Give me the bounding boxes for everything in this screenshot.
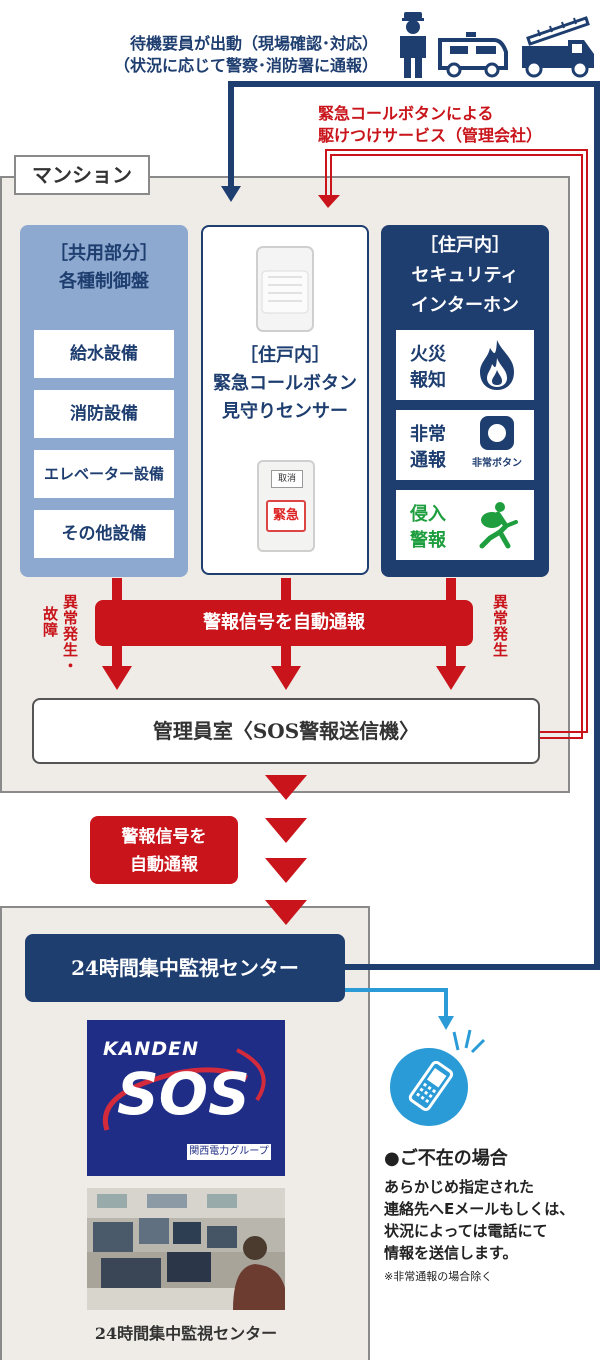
absence-note: ※非常通報の場合除く xyxy=(384,1270,493,1283)
monitoring-room-photo xyxy=(87,1188,285,1310)
ambulance-icon xyxy=(438,32,508,78)
intrusion-alarm-line1: 侵入 xyxy=(410,504,446,525)
abnormal-failure-label-1: 異常発生・ xyxy=(61,594,79,674)
fire-alarm-line2: 報知 xyxy=(410,370,446,391)
transmit-line1: 警報信号を xyxy=(121,827,207,847)
logo-sos-text: SOS xyxy=(117,1060,250,1128)
equipment-water: 給水設備 xyxy=(34,330,174,378)
equipment-other: その他設備 xyxy=(34,510,174,558)
transmit-line2: 自動通報 xyxy=(130,855,198,875)
abnormal-label: 異常発生 xyxy=(491,594,509,658)
fire-truck-icon xyxy=(522,16,594,78)
phone-circle xyxy=(390,1048,468,1126)
monitoring-photo-caption: 24時間集中監視センター xyxy=(94,1324,278,1343)
monitoring-center-box: 24時間集中監視センター xyxy=(25,934,345,1002)
mansion-label: マンション xyxy=(14,155,150,195)
intrusion-alarm-line2: 警報 xyxy=(410,530,446,551)
mobile-phone-icon xyxy=(408,1060,454,1112)
common-area-title-1: ［共用部分］ xyxy=(50,243,158,264)
emergency-button-icon xyxy=(480,416,514,450)
guard-icon xyxy=(400,12,426,78)
emergency-service-text-1: 緊急コールボタンによる xyxy=(318,104,494,123)
dispatch-text-2: （状況に応じて警察･消防署に通報） xyxy=(113,56,378,75)
emergency-service-text-2: 駆けつけサービス（管理会社） xyxy=(318,126,543,145)
intercom-title-2: セキュリティ xyxy=(411,265,519,286)
intercom-title-1: ［住戸内］ xyxy=(420,235,510,256)
unit-call-title-2: 緊急コールボタン xyxy=(213,373,357,394)
equipment-elevator: エレベーター設備 xyxy=(34,450,174,498)
fire-alarm-line1: 火災 xyxy=(410,344,446,365)
dispatch-text-1: 待機要員が出動（現場確認･対応） xyxy=(129,34,378,53)
cancel-small-label: 取消 xyxy=(271,470,303,488)
emergency-report-line1: 非常 xyxy=(410,424,446,445)
common-area-title-2: 各種制御盤 xyxy=(59,271,149,292)
intercom-title-3: インターホン xyxy=(411,295,519,316)
absence-line1: あらかじめ指定された xyxy=(384,1178,535,1196)
unit-call-title-1: ［住戸内］ xyxy=(240,345,330,366)
logo-group-text: 関西電力グループ xyxy=(187,1144,271,1160)
emergency-button-label: 非常ボタン xyxy=(472,458,522,469)
flame-icon xyxy=(480,340,514,390)
kanden-sos-logo: KANDEN SOS 関西電力グループ xyxy=(87,1020,285,1176)
watch-sensor-icon xyxy=(256,246,314,332)
absence-line4: 情報を送信します。 xyxy=(384,1244,518,1262)
signal-waves-icon xyxy=(452,1029,486,1054)
equipment-fire: 消防設備 xyxy=(34,390,174,438)
unit-call-title-3: 見守りセンサー xyxy=(222,401,348,422)
emergency-label: 緊急 xyxy=(266,500,306,532)
abnormal-failure-label-2: 故障 xyxy=(41,606,59,638)
logo-kanden-text: KANDEN xyxy=(103,1038,199,1060)
absence-line3: 状況によっては電話にて xyxy=(384,1222,548,1240)
absence-title: ●ご不在の場合 xyxy=(384,1148,508,1169)
intruder-icon xyxy=(479,502,518,549)
auto-alarm-bar: 警報信号を自動通報 xyxy=(95,600,473,646)
emergency-report-line2: 通報 xyxy=(410,450,446,471)
transmit-box xyxy=(90,816,238,884)
logo-swoosh xyxy=(103,1048,266,1131)
absence-line2: 連絡先へEメールもしくは、 xyxy=(384,1200,575,1218)
management-office-box: 管理員室〈SOS警報送信機〉 xyxy=(32,698,540,764)
